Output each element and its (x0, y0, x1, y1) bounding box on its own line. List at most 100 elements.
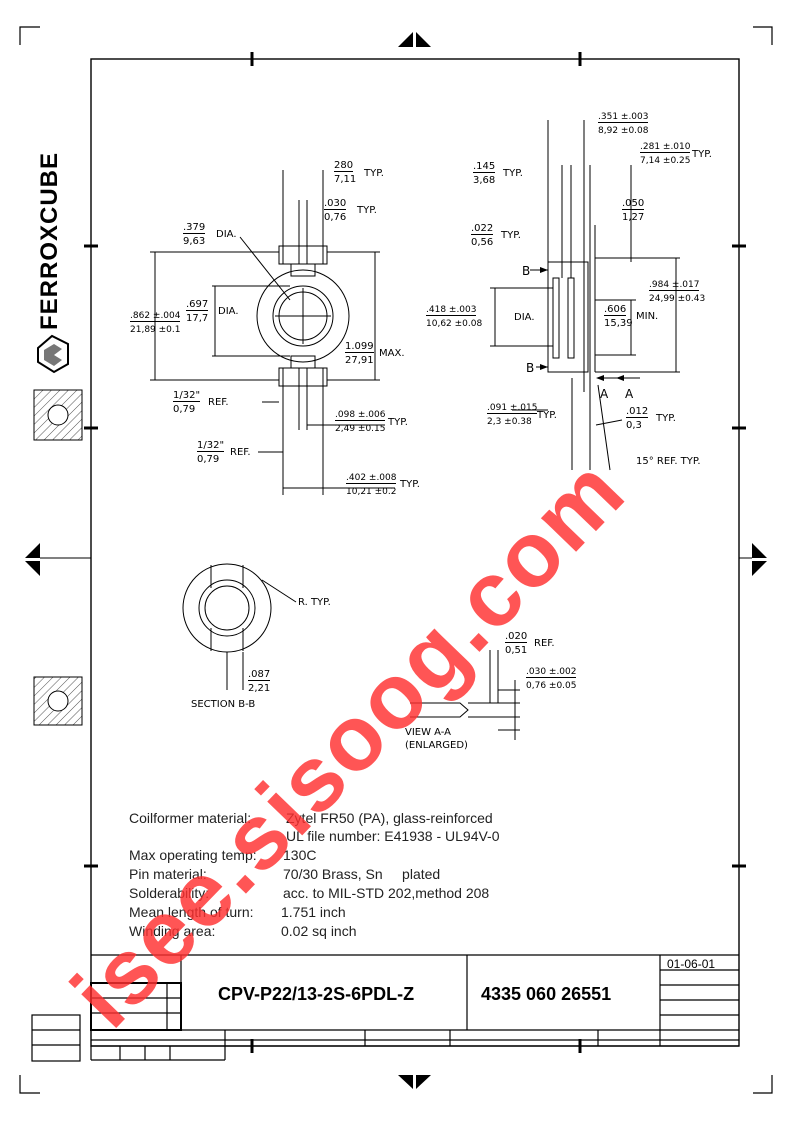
view-marker-a-right: A (625, 387, 634, 401)
spec-value-solderability: acc. to MIL-STD 202,method 208 (283, 885, 490, 901)
dim-17-7: 17,7 (186, 313, 209, 324)
spec-label-pin: Pin material: (129, 866, 207, 882)
dim-0-79-a: 0,79 (173, 404, 196, 415)
spec-value-ul: UL file number: E41938 - UL94V-0 (286, 828, 500, 844)
dim-3-68: 3,68 (473, 175, 496, 186)
dim-0-51: 0,51 (505, 645, 528, 656)
dim-0-76b: 0,76 ±0.05 (526, 681, 577, 691)
dim-1-32-b: 1/32" (197, 440, 225, 452)
title-block (31, 954, 739, 1062)
dim-15-deg: 15° REF. TYP. (636, 456, 701, 467)
projection-symbol-2 (33, 676, 83, 726)
front-view (150, 170, 395, 495)
dim-7-14: 7,14 ±0.25 (640, 156, 691, 166)
dim-145: .145 (473, 161, 496, 173)
dim-351: .351 ±.003 (598, 112, 649, 123)
dim-ref-1: REF. (208, 397, 229, 408)
dim-281: .281 ±.010 (640, 142, 691, 153)
dim-typ-4: TYP. (400, 479, 420, 490)
dim-1099: 1.099 (345, 341, 374, 353)
dim-012: .012 (626, 406, 649, 418)
section-marker-b-top: B (522, 264, 531, 278)
dim-typ-7: TYP. (501, 230, 521, 241)
view-marker-a-left: A (600, 387, 609, 401)
dim-typ-2: TYP. (357, 205, 377, 216)
arrowheads (540, 267, 624, 381)
dim-030b: .030 ±.002 (526, 667, 577, 678)
dim-418: .418 ±.003 (426, 305, 477, 316)
dim-606: .606 (604, 304, 627, 316)
dim-21-89: 21,89 ±0.1 (130, 325, 181, 335)
dim-020: .020 (505, 631, 528, 643)
dim-max: MAX. (379, 348, 405, 359)
part-name: CPV-P22/13-2S-6PDL-Z (218, 984, 415, 1004)
dim-280: 280 (334, 160, 354, 172)
edge-ticks (84, 52, 746, 1053)
dim-402: .402 ±.008 (346, 473, 397, 484)
section-marker-b-bottom: B (526, 361, 535, 375)
spec-label-coilformer: Coilformer material: (129, 810, 252, 826)
dim-2-49: 2,49 ±0.15 (335, 424, 386, 434)
dim-984: .984 ±.017 (649, 280, 700, 291)
dim-0-3: 0,3 (626, 420, 642, 431)
corner-marks (19, 26, 773, 1094)
dim-dia-2: DIA. (218, 306, 239, 317)
dim-ref-3: REF. (534, 638, 555, 649)
dim-022: .022 (471, 223, 494, 235)
dim-2-21: 2,21 (248, 683, 271, 694)
view-aa-enlarged: (ENLARGED) (405, 740, 468, 751)
dim-r-typ: R. TYP. (298, 597, 331, 608)
spec-label-winding: Winding area: (129, 923, 216, 939)
dim-typ-1: TYP. (364, 168, 384, 179)
dim-typ-5: TYP. (692, 149, 712, 160)
dim-typ-8: TYP. (537, 410, 557, 421)
dim-15-39: 15,39 (604, 318, 633, 329)
side-view (490, 120, 680, 471)
part-number: 4335 060 26551 (481, 984, 612, 1004)
dim-10-62: 10,62 ±0.08 (426, 319, 483, 329)
section-bb (182, 563, 297, 690)
spec-label-temp: Max operating temp: (129, 847, 257, 863)
dim-098: .098 ±.006 (335, 410, 386, 421)
dim-27-91: 27,91 (345, 355, 374, 366)
dim-862: .862 ±.004 (130, 311, 181, 322)
view-aa-label: VIEW A-A (405, 727, 452, 738)
dim-typ-3: TYP. (388, 417, 408, 428)
section-bb-label: SECTION B-B (191, 699, 256, 710)
dim-typ-9: TYP. (656, 413, 676, 424)
spec-value-pin: 70/30 Brass, Sn plated (283, 866, 441, 882)
dim-dia-3: DIA. (514, 312, 535, 323)
dim-0-76: 0,76 (324, 212, 347, 223)
spec-value-mlt: 1.751 inch (281, 904, 346, 920)
dim-091: .091 ±.015 (487, 403, 538, 414)
ferroxcube-logo-icon (37, 334, 69, 374)
dim-379: .379 (183, 222, 206, 234)
view-aa (410, 650, 520, 740)
dim-050: .050 (622, 198, 645, 210)
dim-9-63: 9,63 (183, 236, 206, 247)
dim-087: .087 (248, 669, 271, 681)
revision-date: 01-06-01 (667, 957, 716, 971)
dim-24-99: 24,99 ±0.43 (649, 294, 706, 304)
centering-arrows (25, 32, 767, 1089)
spec-label-mlt: Mean length of turn: (129, 904, 254, 920)
dim-typ-6: TYP. (503, 168, 523, 179)
dim-0-79-b: 0,79 (197, 454, 220, 465)
dim-030: .030 (324, 198, 347, 210)
dim-8-92: 8,92 ±0.08 (598, 126, 649, 136)
dim-min: MIN. (636, 311, 659, 322)
spec-value-coilformer: Zytel FR50 (PA), glass-reinforced (286, 810, 493, 826)
spec-value-winding: 0.02 sq inch (281, 923, 357, 939)
dim-0-56: 0,56 (471, 237, 494, 248)
dim-7-11: 7,11 (334, 174, 357, 185)
dim-dia-1: DIA. (216, 229, 237, 240)
spec-label-solderability: Solderability: (129, 885, 210, 901)
dim-697: .697 (186, 299, 209, 311)
dim-2-3: 2,3 ±0.38 (487, 417, 532, 427)
dim-1-27: 1,27 (622, 212, 645, 223)
dim-ref-2: REF. (230, 447, 251, 458)
brand-logo-text: FERROXCUBE (36, 151, 63, 330)
spec-value-temp: 130C (283, 847, 317, 863)
dim-1-32-a: 1/32" (173, 390, 201, 402)
projection-symbol-1 (33, 389, 83, 441)
